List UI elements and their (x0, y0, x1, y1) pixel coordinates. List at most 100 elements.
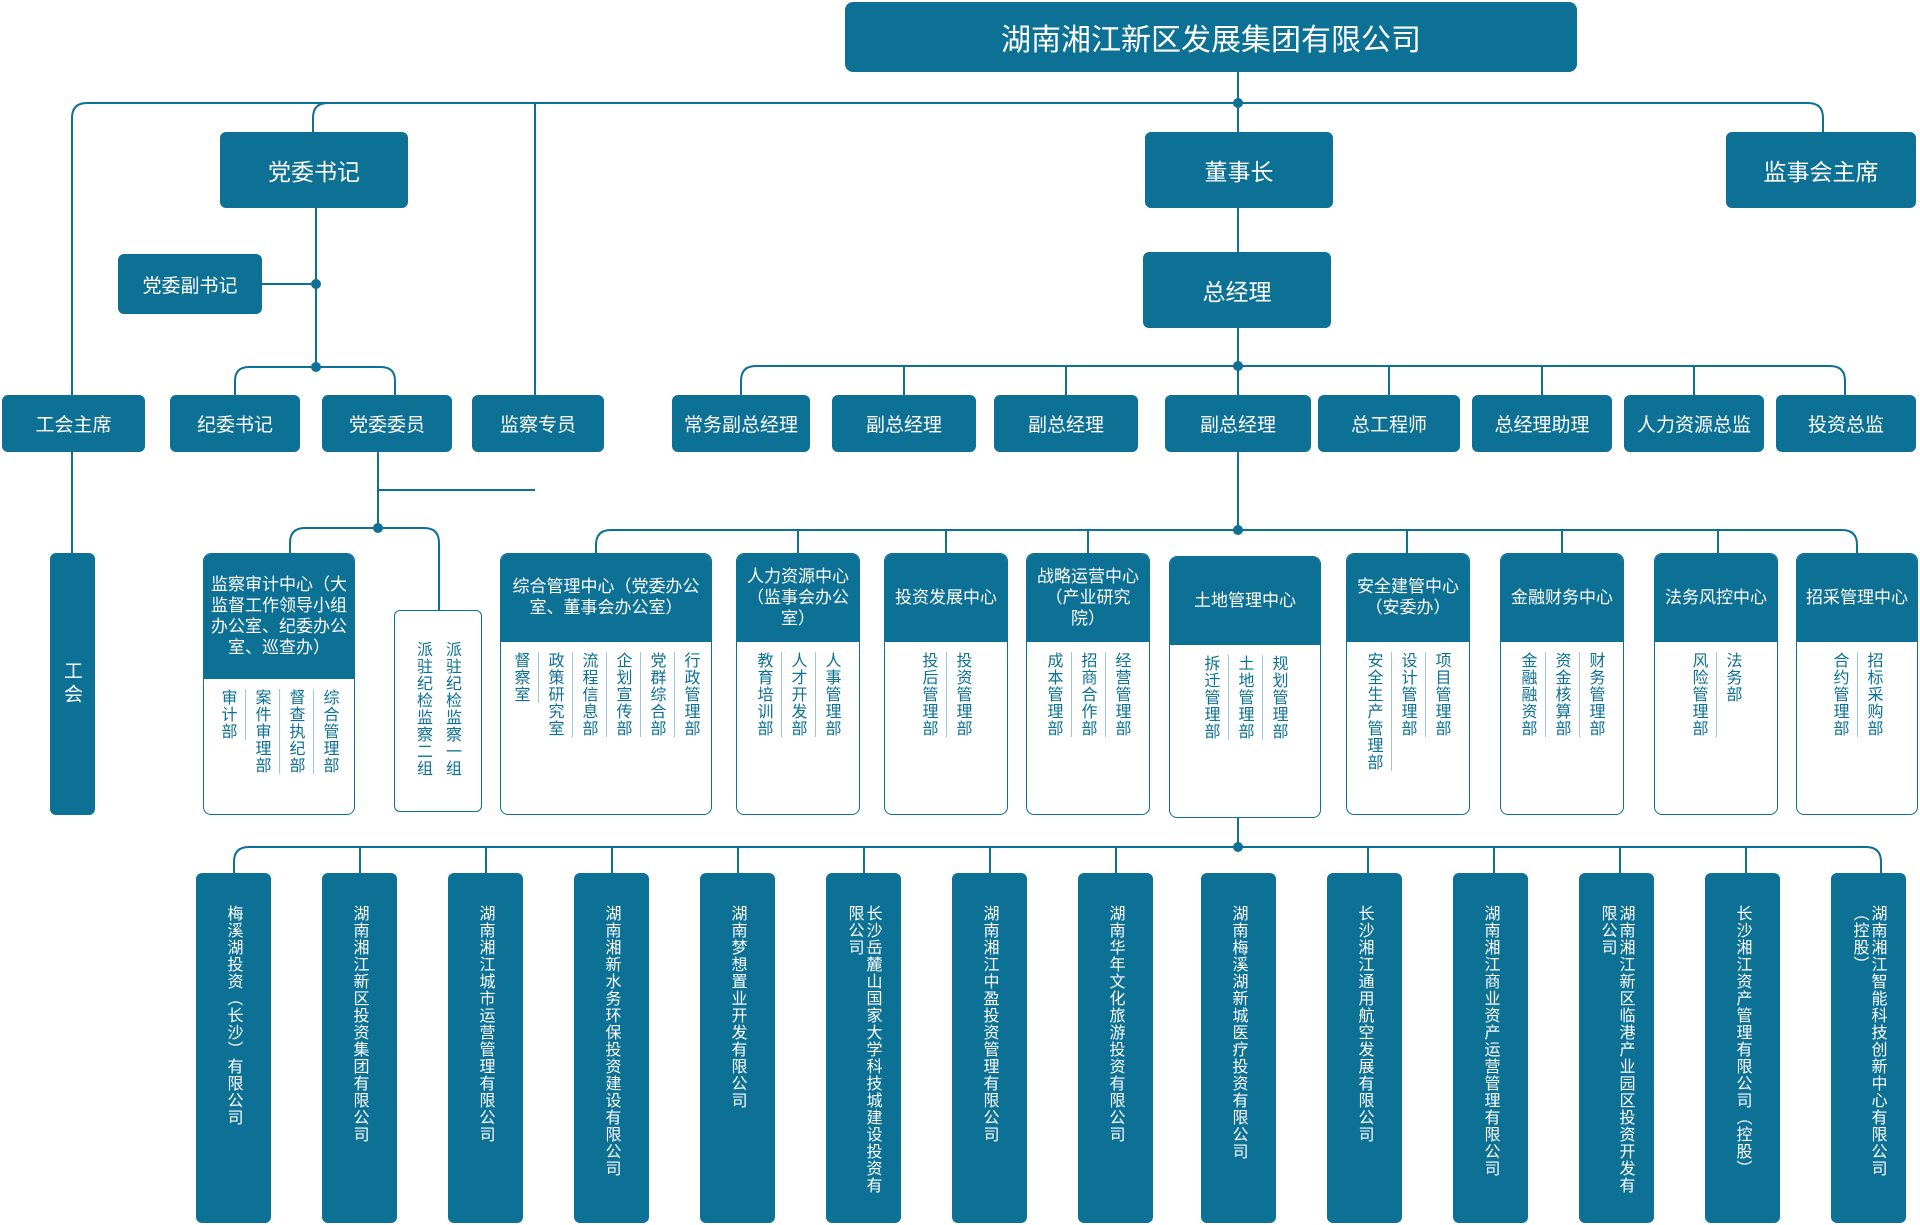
center-dept: 投资管理部 (953, 652, 973, 737)
center-hr: 人力资源中心（监事会办公室） 人事管理部 人才开发部 教育培训部 (736, 553, 860, 815)
company-title: 湖南湘江新区发展集团有限公司 (845, 2, 1577, 72)
subsidiary-name: 湖南湘江商业资产运营管理有限公司 (1481, 905, 1501, 1177)
chairman-box: 董事长 (1145, 132, 1333, 208)
center-dept: 拆迁管理部 (1195, 655, 1229, 740)
center-dept: 招商合作部 (1072, 652, 1106, 737)
center-dept: 成本管理部 (1038, 652, 1072, 737)
executive-box: 总工程师 (1318, 395, 1460, 452)
center-dept: 行政管理部 (681, 652, 701, 737)
center-dept: 党群综合部 (641, 652, 675, 737)
subsidiary-name: 湖南湘江城市运营管理有限公司 (476, 905, 496, 1143)
inspection-group-2: 派驻纪检监察二组 (414, 641, 433, 777)
subsidiary-name: 湖南湘新水务环保投资建设有限公司 (602, 905, 622, 1177)
subsidiary-box: 湖南湘江城市运营管理有限公司 (448, 873, 523, 1223)
center-safety: 安全建管中心（安委办） 项目管理部 设计管理部 安全生产管理部 (1346, 553, 1470, 815)
center-dept: 金融融资部 (1512, 652, 1546, 737)
subsidiary-name: 湖南湘江新区投资集团有限公司 (350, 905, 370, 1143)
center-dept: 财务管理部 (1586, 652, 1606, 737)
subsidiary-box: 湖南梦想置业开发有限公司 (700, 873, 775, 1223)
center-investment: 投资发展中心 投资管理部 投后管理部 (884, 553, 1008, 815)
center-title: 金融财务中心 (1501, 554, 1623, 642)
executive-box: 副总经理 (994, 395, 1138, 452)
subsidiary-name: 湖南湘江新区临港产业园区投资开发有限公司 (1598, 905, 1636, 1194)
executive-box: 常务副总经理 (672, 395, 810, 452)
center-dept: 督察室 (505, 652, 539, 703)
center-dept: 资金核算部 (1546, 652, 1580, 737)
center-dept: 教育培训部 (748, 652, 782, 737)
center-dept: 设计管理部 (1392, 652, 1426, 737)
executive-box: 投资总监 (1776, 395, 1916, 452)
executive-box: 总经理助理 (1472, 395, 1612, 452)
center-dept: 企划宣传部 (607, 652, 641, 737)
subsidiary-box: 湖南湘江商业资产运营管理有限公司 (1453, 873, 1528, 1223)
subsidiary-box: 长沙岳麓山国家大学科技城建设投资有限公司 (826, 873, 901, 1223)
subsidiary-box: 湖南湘江新区临港产业园区投资开发有限公司 (1579, 873, 1654, 1223)
subsidiary-name: 湖南梅溪湖新城医疗投资有限公司 (1229, 905, 1249, 1160)
center-dept: 投后管理部 (913, 652, 947, 737)
board-supervisor-box: 监事会主席 (1726, 132, 1916, 208)
subsidiary-name: 湖南华年文化旅游投资有限公司 (1106, 905, 1126, 1143)
center-dept: 法务部 (1723, 652, 1743, 703)
center-dept: 规划管理部 (1269, 655, 1289, 740)
subsidiary-box: 湖南梅溪湖新城医疗投资有限公司 (1201, 873, 1276, 1223)
center-title: 安全建管中心（安委办） (1347, 554, 1469, 642)
subsidiary-box: 湖南湘新水务环保投资建设有限公司 (574, 873, 649, 1223)
center-procurement: 招采管理中心 招标采购部 合约管理部 (1796, 553, 1918, 815)
center-dept: 人事管理部 (822, 652, 842, 737)
inspection-groups: 派驻纪检监察一组 派驻纪检监察二组 (394, 610, 482, 812)
discipline-secretary-box: 纪委书记 (170, 395, 300, 452)
center-dept: 流程信息部 (573, 652, 607, 737)
subsidiary-box: 长沙湘江资产管理有限公司（控股） (1705, 873, 1780, 1223)
subsidiary-name: 湖南梦想置业开发有限公司 (728, 905, 748, 1109)
subsidiary-name: 长沙湘江通用航空发展有限公司 (1355, 905, 1375, 1143)
audit-dept: 督查执纪部 (280, 689, 314, 774)
audit-dept: 综合管理部 (320, 689, 340, 774)
audit-dept: 审计部 (212, 689, 246, 740)
supervisor-box: 监察专员 (472, 395, 604, 452)
center-dept: 政策研究室 (539, 652, 573, 737)
center-title: 战略运营中心（产业研究院） (1027, 554, 1149, 642)
party-member-box: 党委委员 (322, 395, 452, 452)
center-dept: 经营管理部 (1112, 652, 1132, 737)
center-dept: 项目管理部 (1432, 652, 1452, 737)
party-secretary-box: 党委书记 (220, 132, 408, 208)
audit-center: 监察审计中心（大监督工作领导小组办公室、纪委办公室、巡查办） 综合管理部 督查执… (203, 553, 355, 815)
center-general-management: 综合管理中心（党委办公室、董事会办公室） 行政管理部 党群综合部 企划宣传部 流… (500, 553, 712, 815)
center-legal: 法务风控中心 法务部 风险管理部 (1654, 553, 1778, 815)
audit-center-title: 监察审计中心（大监督工作领导小组办公室、纪委办公室、巡查办） (204, 554, 354, 679)
center-finance: 金融财务中心 财务管理部 资金核算部 金融融资部 (1500, 553, 1624, 815)
inspection-group-1: 派驻纪检监察一组 (443, 641, 462, 777)
subsidiary-box: 梅溪湖投资（长沙）有限公司 (196, 873, 271, 1223)
union-box: 工会 (50, 553, 95, 815)
center-title: 综合管理中心（党委办公室、董事会办公室） (501, 554, 711, 642)
subsidiary-box: 湖南华年文化旅游投资有限公司 (1078, 873, 1153, 1223)
center-dept: 风险管理部 (1683, 652, 1717, 737)
subsidiary-box: 湖南湘江新区投资集团有限公司 (322, 873, 397, 1223)
union-chair-box: 工会主席 (2, 395, 145, 452)
center-dept: 合约管理部 (1824, 652, 1858, 737)
party-deputy-box: 党委副书记 (118, 254, 262, 314)
audit-dept: 案件审理部 (246, 689, 280, 774)
executive-box: 副总经理 (1165, 395, 1311, 452)
center-dept: 招标采购部 (1864, 652, 1884, 737)
subsidiary-name: 梅溪湖投资（长沙）有限公司 (224, 905, 244, 1126)
center-title: 人力资源中心（监事会办公室） (737, 554, 859, 642)
center-land: 土地管理中心 规划管理部 土地管理部 拆迁管理部 (1169, 556, 1321, 818)
center-title: 法务风控中心 (1655, 554, 1777, 642)
center-dept: 安全生产管理部 (1358, 652, 1392, 771)
subsidiary-name: 湖南湘江中盈投资管理有限公司 (980, 905, 1000, 1143)
executive-box: 副总经理 (832, 395, 976, 452)
subsidiary-name: 湖南湘江智能科技创新中心有限公司（控股） (1850, 905, 1888, 1177)
subsidiary-box: 湖南湘江智能科技创新中心有限公司（控股） (1831, 873, 1906, 1223)
subsidiary-name: 长沙湘江资产管理有限公司（控股） (1733, 905, 1753, 1177)
center-title: 招采管理中心 (1797, 554, 1917, 642)
center-dept: 人才开发部 (782, 652, 816, 737)
executive-box: 人力资源总监 (1624, 395, 1764, 452)
subsidiary-box: 湖南湘江中盈投资管理有限公司 (952, 873, 1027, 1223)
center-title: 土地管理中心 (1170, 557, 1320, 645)
center-title: 投资发展中心 (885, 554, 1007, 642)
center-strategy: 战略运营中心（产业研究院） 经营管理部 招商合作部 成本管理部 (1026, 553, 1150, 815)
general-manager-box: 总经理 (1143, 252, 1331, 328)
subsidiary-name: 长沙岳麓山国家大学科技城建设投资有限公司 (845, 905, 883, 1194)
center-dept: 土地管理部 (1229, 655, 1263, 740)
